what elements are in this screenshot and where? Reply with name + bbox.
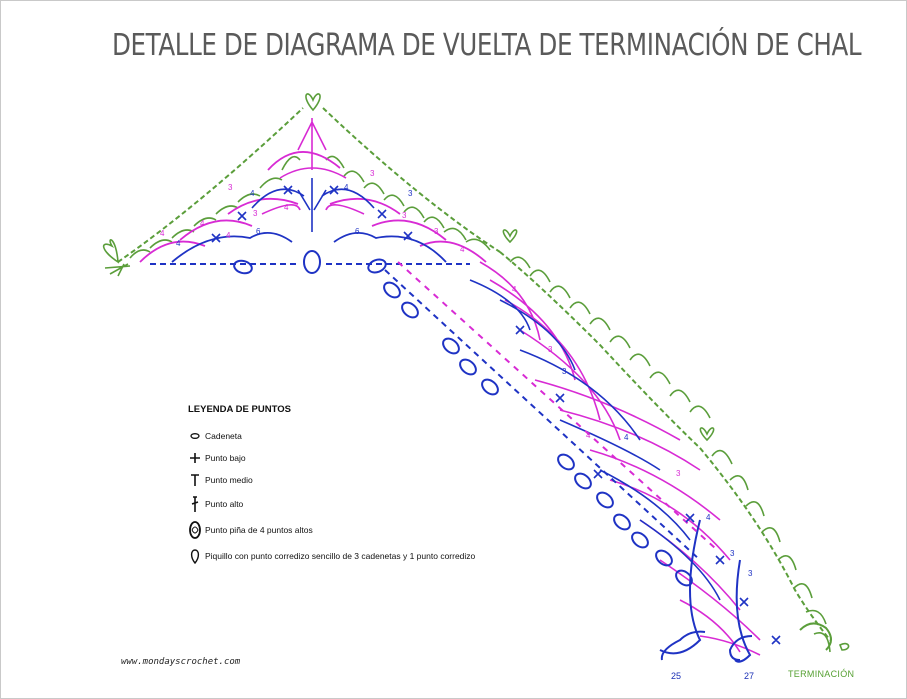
picot-top (305, 93, 321, 112)
legend-item-picot: Piquillo con punto corredizo sencillo de… (188, 543, 475, 569)
green-border-right (322, 107, 501, 253)
green-border-diagonal (499, 251, 701, 449)
stitch-count-labels: 3 4 4 3 3 4 6 6 4 3 4 3 4 4 3 4 4 3 3 4 4 3 4 3 3 (160, 169, 753, 578)
stitch-count-number: 6 (256, 227, 261, 236)
stitch-count-number: 4 (460, 245, 465, 254)
legend: LEYENDA DE PUNTOS Cadeneta Punto bajo Pu… (188, 404, 475, 569)
stitch-count-number: 6 (355, 227, 360, 236)
stitch-count-number: 4 (284, 203, 289, 212)
legend-item-puff: Punto piña de 4 puntos altos (188, 517, 475, 543)
legend-label: Punto bajo (205, 453, 246, 463)
row-label-25: 25 (671, 671, 682, 681)
diagram-title: DETALLE DE DIAGRAMA DE VUELTA DE TERMINA… (112, 28, 862, 63)
plus-stitch-icon (188, 452, 202, 464)
half-double-icon (188, 473, 202, 487)
stitch-count-number: 3 (402, 211, 407, 220)
stitch-count-number: 4 (250, 189, 255, 198)
legend-item-double-crochet: Punto alto (188, 491, 475, 517)
legend-label: Punto alto (205, 499, 244, 509)
legend-label: Piquillo con punto corredizo sencillo de… (205, 551, 476, 561)
stitch-count-number: 3 (408, 189, 413, 198)
stitch-count-number: 3 (730, 549, 735, 558)
row-label-27: 27 (744, 671, 755, 681)
puff-stitches-diagonal (383, 281, 693, 587)
legend-item-chain: Cadeneta (188, 425, 475, 447)
stitch-count-number: 4 (176, 239, 181, 248)
legend-label: Punto piña de 4 puntos altos (205, 525, 313, 535)
stitch-count-number: 3 (676, 469, 681, 478)
stitch-count-number: 4 (160, 229, 165, 238)
stitch-count-number: 3 (253, 209, 258, 218)
double-crochet-icon (188, 495, 202, 513)
legend-item-single-crochet: Punto bajo (188, 447, 475, 469)
diagonal-section (383, 229, 850, 663)
stitch-count-number: 3 (228, 183, 233, 192)
legend-title: LEYENDA DE PUNTOS (188, 404, 291, 415)
finish-label: TERMINACIÓN (788, 669, 855, 679)
puff-stitches-top (233, 250, 387, 275)
legend-label: Punto medio (205, 475, 253, 485)
stitch-count-number: 4 (586, 431, 591, 440)
website-credit: www.mondayscrochet.com (121, 657, 241, 667)
stitch-count-number: 4 (512, 285, 517, 294)
stitch-count-number: 4 (706, 513, 711, 522)
stitch-count-number: 3 (434, 227, 439, 236)
stitch-count-number: 4 (624, 433, 629, 442)
stitch-count-number: 4 (200, 219, 205, 228)
tip-section (102, 93, 501, 277)
stitch-count-number: 3 (562, 367, 567, 376)
legend-item-half-double: Punto medio (188, 469, 475, 491)
chain-oval-icon (188, 432, 202, 440)
legend-label: Cadeneta (205, 431, 242, 441)
green-border-left (117, 107, 304, 263)
picot-icon (188, 548, 202, 564)
stitch-count-number: 3 (370, 169, 375, 178)
stitch-count-number: 4 (344, 183, 349, 192)
puff-stitch-icon (188, 520, 202, 540)
stitch-count-number: 3 (548, 345, 553, 354)
stitch-count-number: 3 (748, 569, 753, 578)
stitch-count-number: 4 (226, 231, 231, 240)
